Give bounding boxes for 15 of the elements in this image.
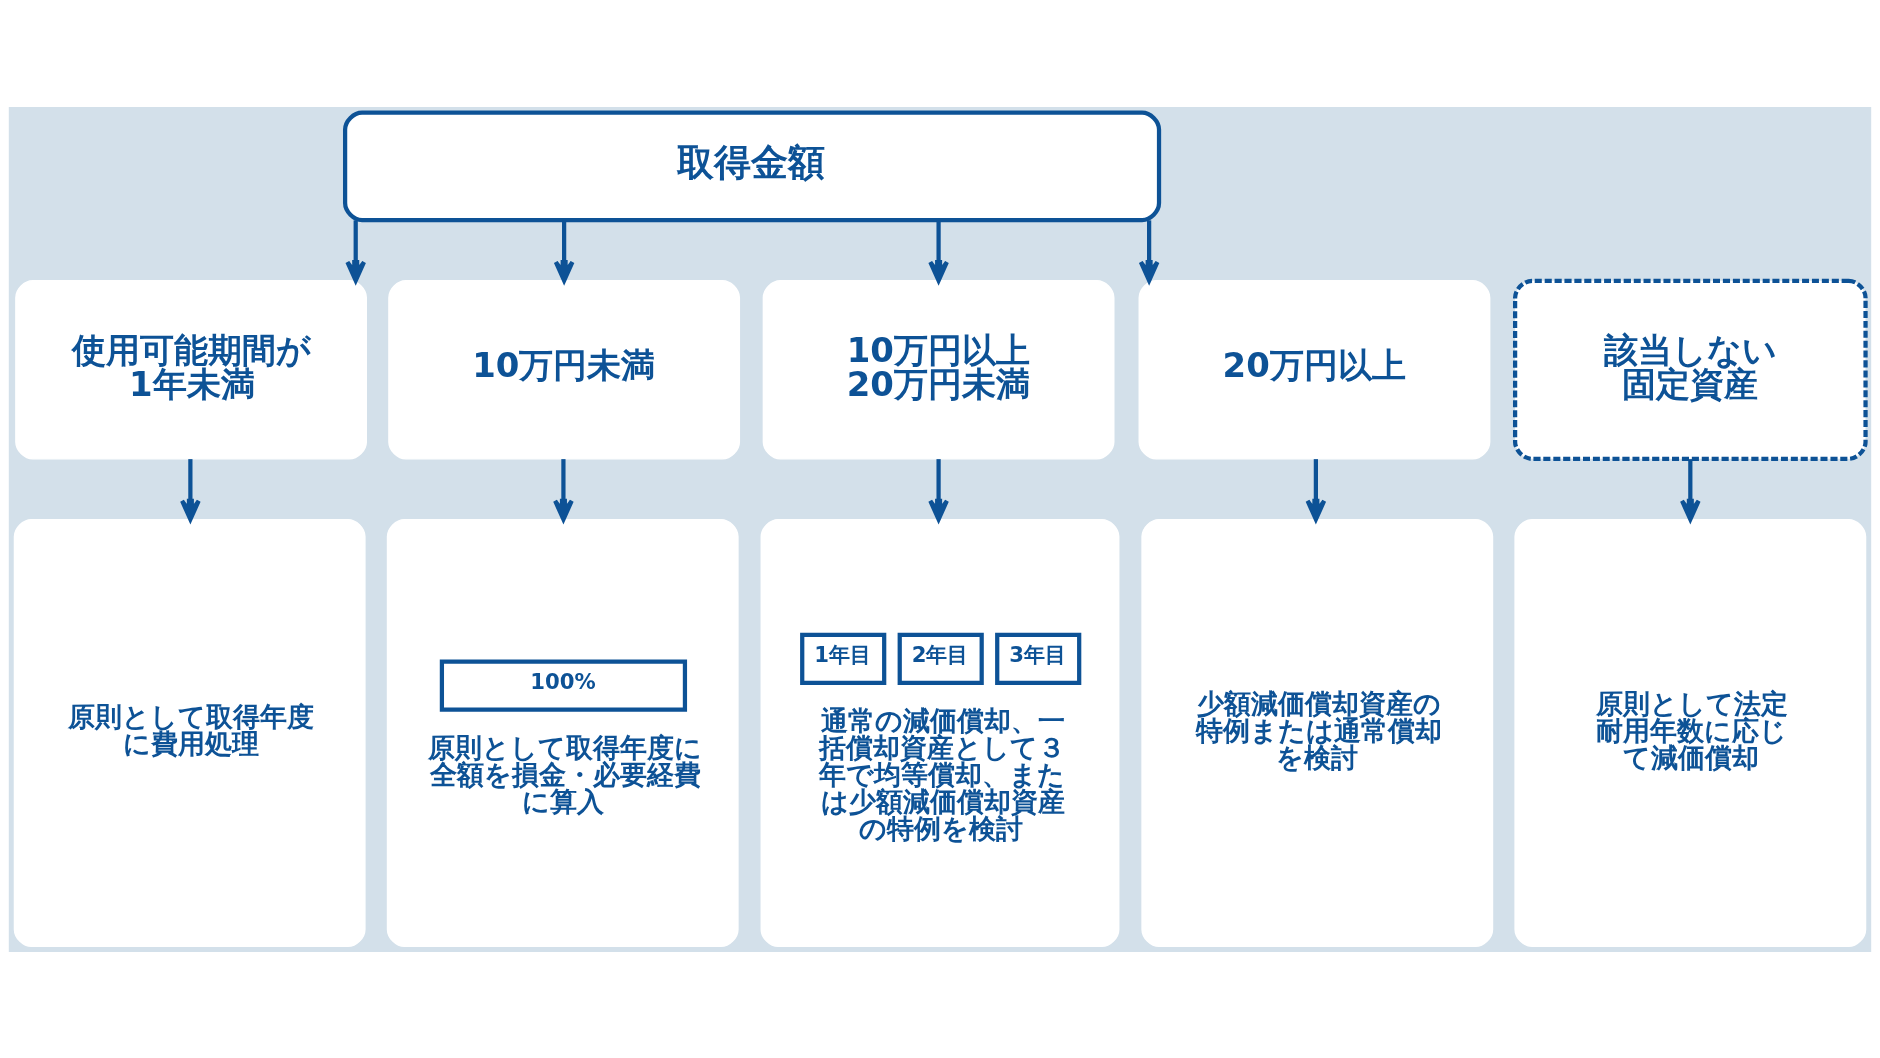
node-box: 1年目 2年目 3年目 通常の減価償却、一括償却資産として３年で均等償却、または少額減価償却資産の特例を検討 (760, 518, 1120, 947)
arrow (553, 219, 575, 283)
node-box: 取得金額 (343, 110, 1162, 222)
node-box: 原則として取得年度に費用処理 (13, 518, 366, 947)
node-box: 10万円未満 (388, 279, 741, 460)
node-box: 10万円以上20万円未満 (762, 279, 1115, 460)
node-box: 原則として法定耐用年数に応じて減価償却 (1514, 518, 1867, 947)
node-box: 少額減価償却資産の特例または通常償却を検討 (1141, 518, 1494, 947)
node-box: 該当しない固定資産 (1513, 278, 1868, 461)
node-box: 20万円以上 (1138, 279, 1491, 460)
arrow (928, 219, 949, 283)
node-box: 使用可能期間が1年未満 (15, 279, 367, 460)
node-box: 100% 原則として取得年度に全額を損金・必要経費に算入 (386, 518, 739, 947)
arrow (345, 219, 367, 283)
arrow (1138, 219, 1160, 283)
